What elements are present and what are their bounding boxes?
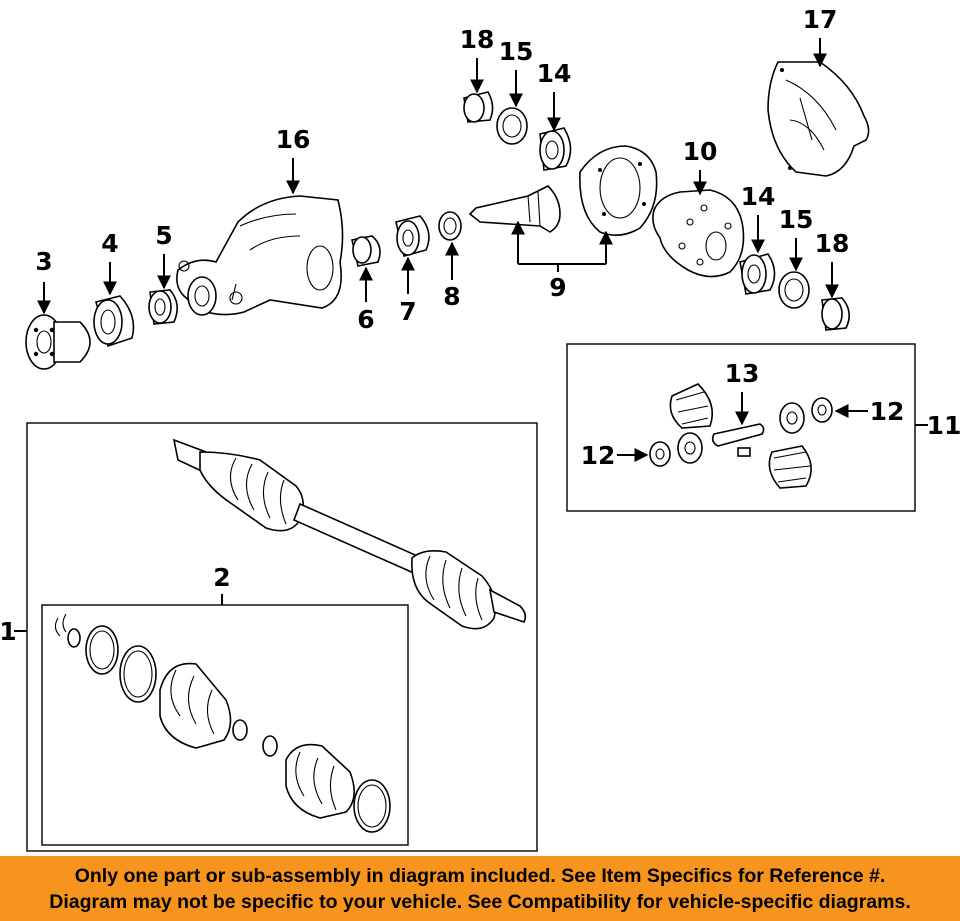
boot-kit-parts bbox=[54, 613, 391, 833]
callout-14-right: 14 bbox=[741, 182, 776, 211]
callout-18-right: 18 bbox=[815, 229, 850, 258]
seal-part-5 bbox=[148, 289, 178, 325]
collar-part-6 bbox=[351, 235, 381, 267]
disclaimer-line-2: Diagram may not be specific to your vehi… bbox=[49, 890, 911, 913]
callout-16: 16 bbox=[276, 125, 311, 154]
callout-12-left: 12 bbox=[581, 441, 616, 470]
callout-15-top: 15 bbox=[499, 37, 534, 66]
seal-part-18-right bbox=[821, 297, 850, 331]
race-part-15-top bbox=[496, 107, 528, 145]
callout-12-right: 12 bbox=[870, 397, 905, 426]
gear-kit-box bbox=[566, 343, 916, 512]
ring-pinion-gear-part bbox=[468, 145, 658, 236]
callout-7: 7 bbox=[399, 297, 416, 326]
side-gear-part-lower bbox=[768, 445, 812, 489]
callout-13: 13 bbox=[725, 359, 760, 388]
callout-8: 8 bbox=[443, 282, 460, 311]
axle-shaft-part bbox=[172, 438, 527, 630]
thrust-washer-part-left bbox=[649, 441, 671, 467]
callout-9: 9 bbox=[549, 273, 566, 302]
pinion-gear-part-left bbox=[677, 432, 703, 464]
callout-2: 2 bbox=[213, 563, 230, 592]
disclaimer-line-1: Only one part or sub-assembly in diagram… bbox=[74, 864, 886, 887]
callout-5: 5 bbox=[155, 221, 172, 250]
disclaimer-banner: Only one part or sub-assembly in diagram… bbox=[0, 856, 960, 921]
shim-part-8 bbox=[438, 211, 462, 241]
parts-diagram: 3 4 5 16 6 7 8 9 10 14 15 18 17 18 15 14… bbox=[0, 5, 960, 852]
thrust-washer-part-right bbox=[811, 397, 833, 423]
bearing-part-4 bbox=[93, 295, 135, 348]
bearing-part-14-right bbox=[739, 253, 776, 295]
side-gear-part-upper bbox=[669, 383, 714, 429]
differential-case-part bbox=[652, 189, 745, 278]
differential-cover-part bbox=[767, 61, 870, 177]
callout-6: 6 bbox=[357, 305, 374, 334]
callout-10: 10 bbox=[683, 137, 718, 166]
bearing-part-14-top bbox=[539, 127, 572, 171]
boot-kit-box bbox=[41, 604, 409, 846]
pinion-gear-part-right bbox=[779, 402, 805, 434]
flange-part bbox=[25, 314, 91, 370]
bearing-part-7 bbox=[395, 215, 430, 257]
callout-1: 1 bbox=[0, 617, 17, 646]
callout-3: 3 bbox=[35, 247, 52, 276]
callout-17: 17 bbox=[803, 5, 838, 34]
callout-4: 4 bbox=[101, 229, 118, 258]
callout-18-top: 18 bbox=[460, 25, 495, 54]
carrier-housing-part bbox=[176, 195, 344, 316]
race-part-15-right bbox=[778, 271, 810, 309]
callout-14-top: 14 bbox=[537, 59, 572, 88]
cross-shaft-part bbox=[711, 423, 765, 457]
seal-part-18-top bbox=[463, 91, 494, 123]
axle-shaft-box bbox=[26, 422, 538, 852]
callout-15-right: 15 bbox=[779, 205, 814, 234]
callout-11: 11 bbox=[927, 411, 960, 440]
